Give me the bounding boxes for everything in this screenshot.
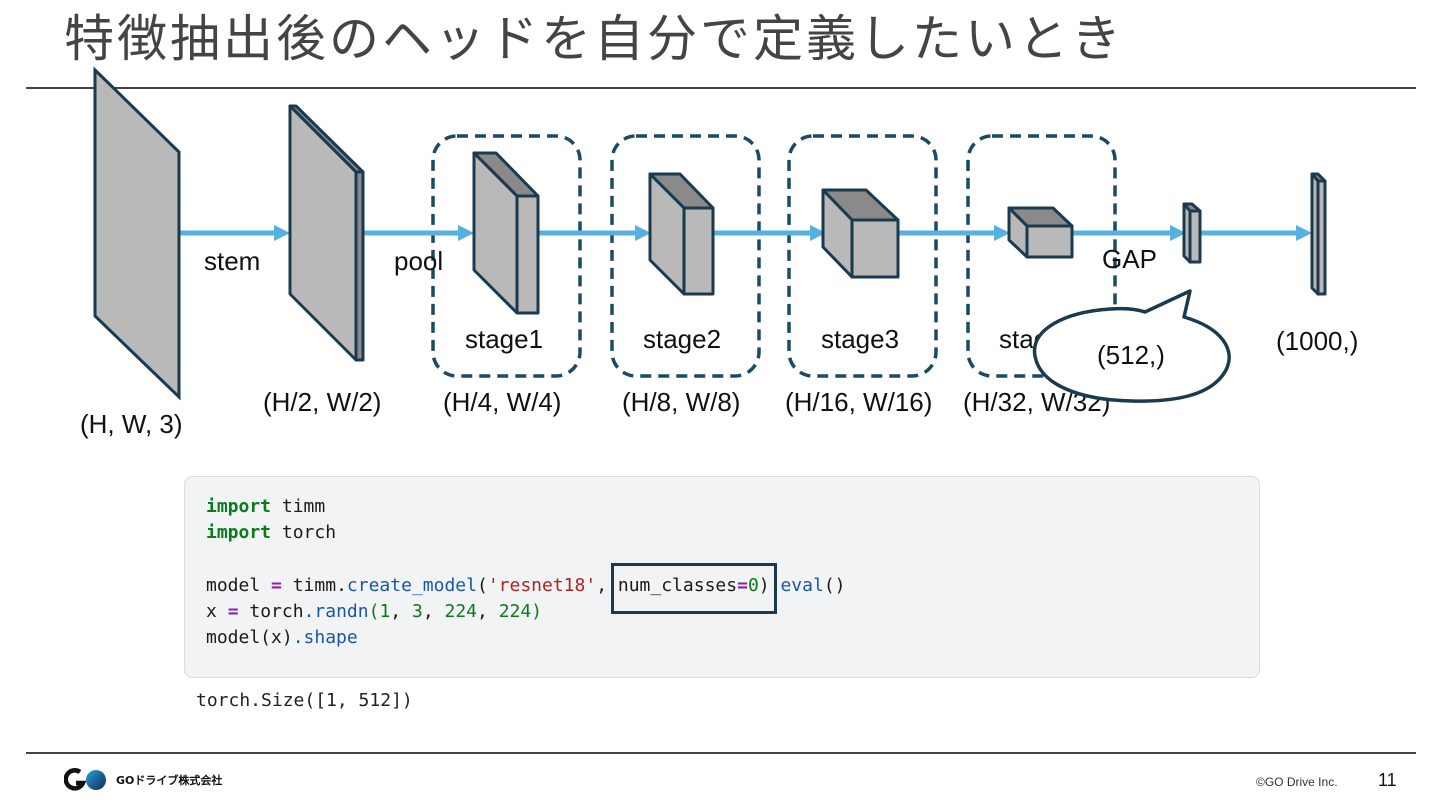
code-output: torch.Size([1, 512]) xyxy=(196,690,413,711)
label-gap: GAP xyxy=(1102,244,1157,274)
callout-text: (512,) xyxy=(1097,340,1165,370)
code-text: . xyxy=(336,574,347,596)
gap-vector xyxy=(1182,202,1202,264)
shape-stem: (H/2, W/2) xyxy=(263,387,381,417)
code-text: x xyxy=(206,600,217,622)
code-text: , xyxy=(596,574,608,596)
footer-rule xyxy=(26,752,1416,754)
code-text: () xyxy=(823,574,846,596)
code-text: ( xyxy=(476,574,488,596)
code-number: 224 xyxy=(498,600,532,622)
code-function: create_model xyxy=(346,574,477,596)
input-plane xyxy=(93,66,181,401)
code-text: ) xyxy=(758,574,770,596)
code-operator: = xyxy=(737,574,748,596)
code-text: ) xyxy=(531,600,543,622)
code-text: num_classes xyxy=(617,574,738,596)
code-operator: = xyxy=(271,574,282,596)
code-function: .shape xyxy=(292,627,358,649)
label-stem: stem xyxy=(204,246,260,276)
copyright: ©GO Drive Inc. xyxy=(1256,775,1338,789)
shape-output: (1000,) xyxy=(1276,326,1358,356)
code-keyword: import xyxy=(206,522,272,544)
stage1-container xyxy=(431,134,582,378)
shape-input: (H, W, 3) xyxy=(80,409,183,439)
stage2-container xyxy=(610,134,761,378)
code-text: model xyxy=(206,574,261,596)
label-stage2: stage2 xyxy=(643,324,721,354)
label-stage3: stage3 xyxy=(821,324,899,354)
stage3-block xyxy=(821,188,900,279)
stage2-block xyxy=(648,172,715,296)
company-logo: GOドライブ株式会社 xyxy=(64,766,222,794)
code-number: 3 xyxy=(411,600,423,622)
stage4-block xyxy=(1007,206,1074,259)
code-number: 1 xyxy=(379,600,391,622)
shape-stage1: (H/4, W/4) xyxy=(443,387,561,417)
callout-bubble xyxy=(1032,289,1231,403)
code-text: torch xyxy=(249,600,304,622)
code-text: ( xyxy=(368,600,380,622)
slide-title: 特徴抽出後のヘッドを自分で定義したいとき xyxy=(64,10,1124,68)
code-text: timm xyxy=(281,496,326,517)
code-block: import timm import torch model = timm.cr… xyxy=(206,496,846,649)
code-operator: = xyxy=(227,600,239,622)
code-text: timm xyxy=(292,574,337,596)
label-stage1: stage1 xyxy=(465,324,543,354)
flow-arrows xyxy=(180,225,1312,241)
title-rule xyxy=(26,87,1416,89)
code-text: model(x) xyxy=(206,627,293,649)
code-cell xyxy=(184,476,1260,678)
code-function: .eval xyxy=(769,574,824,596)
code-text: torch xyxy=(281,522,337,544)
num-classes-highlight xyxy=(611,563,777,614)
shape-stage3: (H/16, W/16) xyxy=(785,387,932,417)
page-number: 11 xyxy=(1378,770,1397,790)
fc-vector xyxy=(1310,172,1327,296)
code-number: 224 xyxy=(444,600,478,622)
shape-stage2: (H/8, W/8) xyxy=(622,387,740,417)
code-string: 'resnet18' xyxy=(487,574,597,596)
code-function: .randn xyxy=(303,600,369,622)
stage4-container xyxy=(966,134,1117,378)
stem-block xyxy=(288,104,365,362)
code-keyword: import xyxy=(206,496,272,517)
stage3-container xyxy=(787,134,938,378)
architecture-diagram: stem pool stage1 stage2 stage3 stage4 GA… xyxy=(80,66,1358,439)
code-number: 0 xyxy=(747,574,759,596)
stage1-block xyxy=(472,151,540,315)
label-pool: pool xyxy=(394,246,443,276)
go-logo-icon xyxy=(64,768,106,791)
company-name: GOドライブ株式会社 xyxy=(116,774,223,787)
